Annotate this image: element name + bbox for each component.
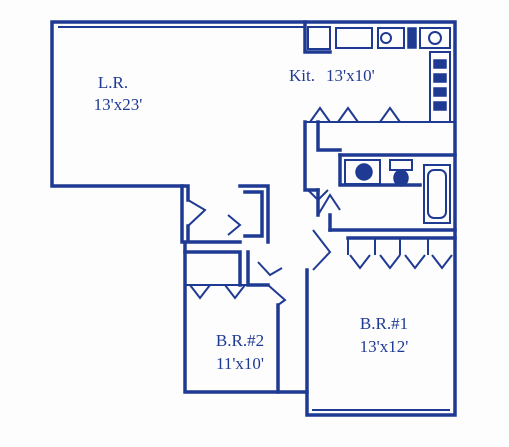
fridge-panel-c — [433, 87, 447, 97]
toilet-bowl-icon — [393, 169, 409, 187]
hall-wall-a — [186, 224, 242, 244]
bath-left-wall — [338, 153, 422, 187]
living-room-size: 13'x23' — [94, 95, 143, 114]
bathtub-icon — [423, 164, 451, 224]
burner-icon — [428, 31, 442, 45]
stove-icon — [307, 26, 331, 50]
br1-door — [312, 229, 332, 271]
kitchen-name: Kit. — [289, 66, 315, 85]
fridge-panel-d — [433, 101, 447, 111]
interior-walls — [180, 20, 457, 394]
bathtub-inner-icon — [427, 169, 447, 219]
bath-door — [307, 189, 329, 202]
kitchen-fixtures — [307, 26, 451, 123]
bedroom-1-name: B.R.#1 — [360, 314, 408, 333]
fridge-panel-a — [433, 59, 447, 69]
vanity-icon — [344, 159, 381, 185]
br1-closet-door-c — [404, 254, 426, 270]
kitchen-size: 13'x10' — [326, 66, 375, 85]
kitchen-door-a — [309, 106, 331, 123]
hall-wall-b — [183, 250, 242, 287]
living-room-name: L.R. — [98, 73, 128, 92]
br1-closet-door-b — [379, 254, 401, 270]
br1-closet-doors — [347, 238, 453, 270]
bath-door-swing — [317, 193, 341, 216]
br1-closet-door-a — [349, 254, 371, 270]
br2-closet-doors — [185, 284, 248, 300]
hall-right-wall — [316, 188, 332, 232]
outer-walls — [50, 20, 457, 417]
br1-closet-dividers — [347, 238, 429, 255]
cabinet-icon — [407, 27, 417, 49]
basin-icon — [355, 163, 373, 181]
bedroom-1-size: 13'x12' — [360, 337, 409, 356]
bedroom-2-size: 11'x10' — [216, 354, 264, 373]
br2-door — [267, 284, 287, 306]
fridge-top-icon — [419, 27, 451, 49]
br1-closet-door-d — [431, 254, 453, 270]
kitchen-door-b — [337, 106, 359, 123]
bathroom-fixtures — [344, 159, 451, 224]
br2-closet-door-a — [189, 284, 211, 300]
kitchen-mid-wall — [316, 120, 342, 152]
kitchen-bottom-wall — [303, 120, 320, 192]
kitchen-door-c — [379, 106, 401, 123]
sink-icon — [377, 27, 405, 49]
closet-wall-a — [238, 184, 270, 244]
closet-door-a — [227, 214, 242, 236]
kitchen-partition — [303, 20, 332, 54]
closet-wall-b — [243, 190, 264, 238]
exterior-wall — [50, 20, 457, 417]
room-labels: L.R. 13'x23' Kit. 13'x10' B.R.#2 11'x10'… — [94, 66, 409, 373]
sink-drain-icon — [380, 32, 392, 44]
kitchen-doors — [305, 106, 455, 123]
fridge-panel-b — [433, 73, 447, 83]
br2-closet-door-b — [224, 284, 246, 300]
toilet-tank-icon — [389, 159, 413, 171]
hall-wall-upper — [180, 184, 190, 202]
bedroom-2-name: B.R.#2 — [216, 331, 264, 350]
hall-doors — [187, 189, 341, 306]
counter-icon — [335, 27, 373, 49]
closet-door-b — [257, 261, 283, 277]
lr-hall-door — [187, 199, 207, 227]
